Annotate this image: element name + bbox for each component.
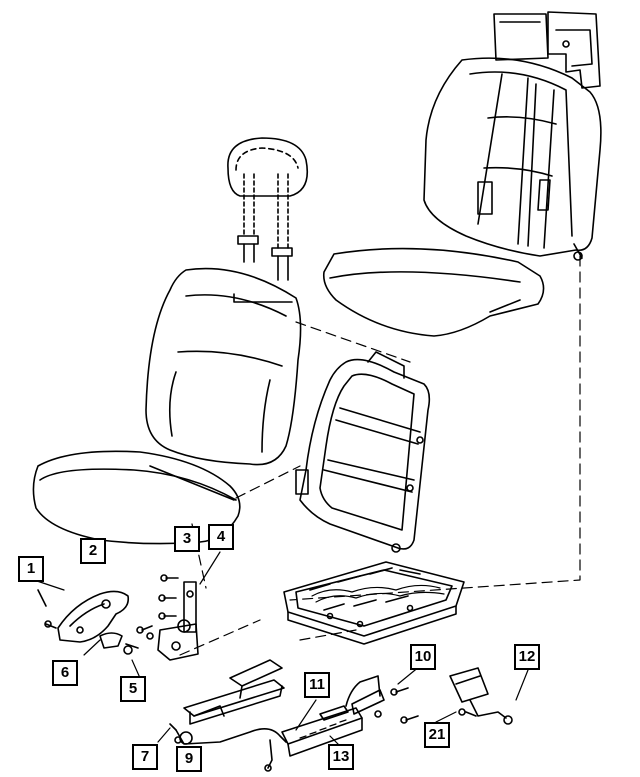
callout-1[interactable]: 1 bbox=[18, 556, 44, 582]
seat-cushion-frame bbox=[283, 561, 465, 645]
callout-4[interactable]: 4 bbox=[208, 524, 234, 550]
callout-12[interactable]: 12 bbox=[514, 644, 540, 670]
callout-21[interactable]: 21 bbox=[424, 722, 450, 748]
leader-lines bbox=[33, 551, 529, 747]
side-shield bbox=[37, 589, 130, 643]
seat-back bbox=[145, 267, 302, 466]
callout-11[interactable]: 11 bbox=[304, 672, 330, 698]
headrest bbox=[227, 137, 309, 281]
assembly-lines bbox=[179, 255, 581, 656]
callout-13[interactable]: 13 bbox=[328, 744, 354, 770]
callout-9[interactable]: 9 bbox=[176, 746, 202, 772]
callout-6[interactable]: 6 bbox=[52, 660, 78, 686]
callout-7[interactable]: 7 bbox=[132, 744, 158, 770]
callout-10[interactable]: 10 bbox=[410, 644, 436, 670]
seat-belt-buckle bbox=[449, 667, 513, 725]
assembled-seat bbox=[322, 11, 602, 337]
seat-back-frame bbox=[295, 351, 431, 553]
callout-5[interactable]: 5 bbox=[120, 676, 146, 702]
recliner-parts bbox=[99, 574, 199, 661]
callout-2[interactable]: 2 bbox=[80, 538, 106, 564]
callout-3[interactable]: 3 bbox=[174, 526, 200, 552]
seat-adjuster-tracks bbox=[169, 659, 419, 772]
